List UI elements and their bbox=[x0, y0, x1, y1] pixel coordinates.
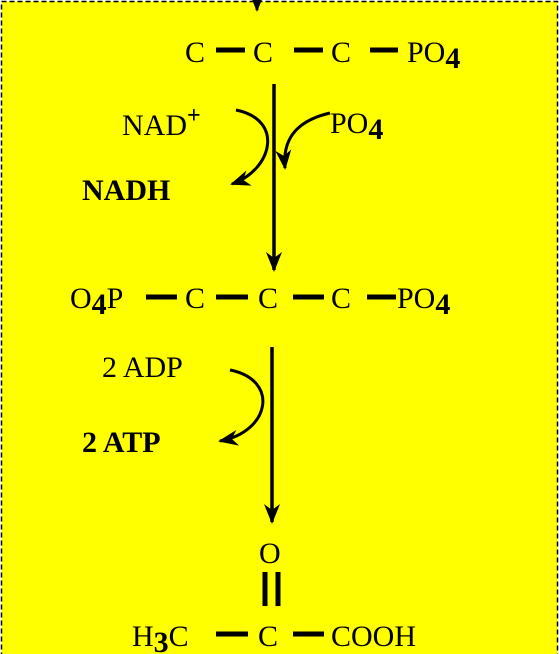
product-oxygen: O bbox=[259, 537, 281, 570]
product-carboxyl: COOH bbox=[331, 620, 416, 653]
compound2-carbon-2: C bbox=[258, 282, 278, 315]
phosphate-input-label: PO4 bbox=[330, 107, 383, 146]
nad-plus-label: NAD+ bbox=[122, 103, 201, 142]
compound1-carbon-3: C bbox=[331, 36, 351, 69]
compound1-carbon-2: C bbox=[253, 36, 273, 69]
compound1-carbon-1: C bbox=[185, 36, 205, 69]
adp-label: 2 ADP bbox=[102, 351, 183, 384]
compound2-carbon-3: C bbox=[331, 282, 351, 315]
compound2-carbon-1: C bbox=[185, 282, 205, 315]
phosphate-curve-arrow bbox=[275, 111, 331, 170]
nad-curve-arrow bbox=[230, 108, 270, 186]
compound2-right-phosphate: PO4 bbox=[397, 282, 450, 321]
compound2-left-phosphate: O4P bbox=[70, 282, 123, 321]
nadh-label: NADH bbox=[82, 174, 170, 207]
atp-label: 2 ATP bbox=[82, 426, 161, 459]
product-center-carbon: C bbox=[258, 620, 278, 653]
product-methyl: H3C bbox=[132, 620, 189, 654]
adp-curve-arrow bbox=[218, 368, 265, 446]
compound1-phosphate: PO4 bbox=[407, 36, 460, 75]
